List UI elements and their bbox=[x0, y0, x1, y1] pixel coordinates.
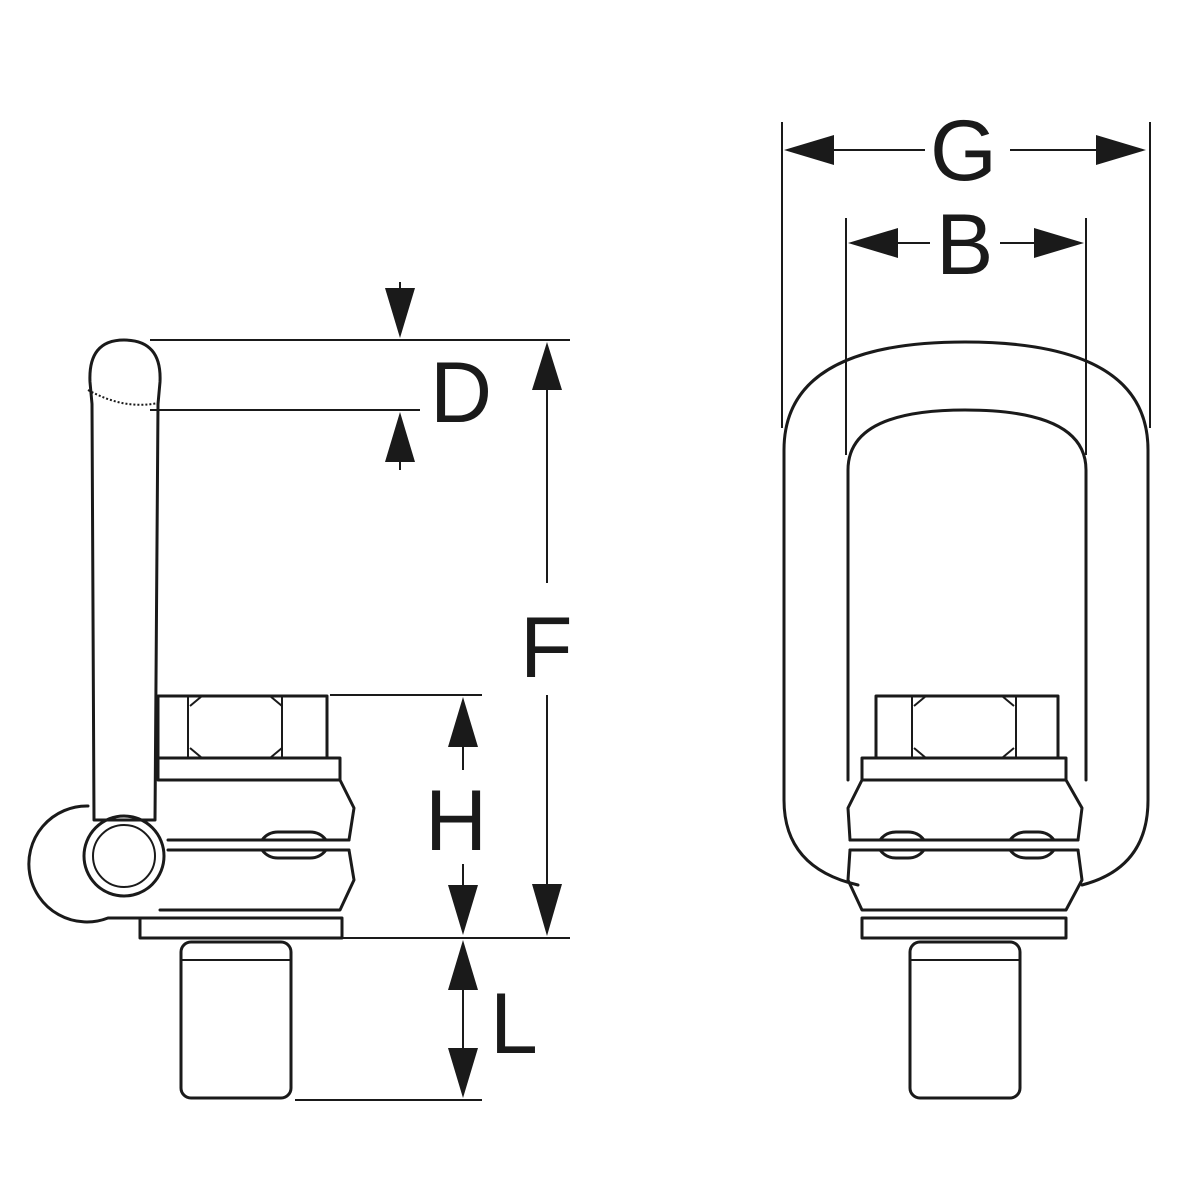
dimension-g: G bbox=[781, 103, 1151, 428]
front-swivel-body bbox=[846, 778, 1084, 912]
label-l: L bbox=[490, 976, 538, 1072]
front-bail-inner bbox=[846, 408, 1088, 782]
side-pivot-outer bbox=[82, 814, 166, 898]
side-swivel-body bbox=[158, 778, 356, 912]
front-bail-outer bbox=[782, 340, 1150, 887]
side-handle bbox=[88, 338, 162, 822]
side-hex-nut bbox=[156, 694, 329, 760]
front-collar bbox=[860, 756, 1068, 782]
label-h: H bbox=[425, 773, 487, 869]
dimension-h: H bbox=[330, 694, 487, 935]
side-washer bbox=[138, 916, 344, 940]
front-hex-nut bbox=[874, 694, 1060, 760]
label-g: G bbox=[930, 103, 997, 199]
label-d: D bbox=[430, 345, 492, 441]
front-view: G B bbox=[781, 103, 1151, 1100]
front-bolt bbox=[908, 940, 1022, 1100]
label-b: B bbox=[936, 197, 993, 293]
side-handle-knurl bbox=[87, 389, 159, 406]
dimension-d: D bbox=[150, 282, 570, 470]
dimension-l: L bbox=[295, 940, 538, 1101]
side-view: D F H L bbox=[27, 282, 573, 1101]
side-ring-plate bbox=[27, 804, 142, 924]
dimension-f: F bbox=[330, 342, 573, 939]
front-washer bbox=[860, 916, 1068, 940]
label-f: F bbox=[520, 600, 573, 696]
side-bolt bbox=[179, 940, 293, 1100]
dimension-b: B bbox=[845, 197, 1087, 455]
side-collar bbox=[156, 756, 342, 782]
side-pivot-inner bbox=[92, 824, 156, 888]
